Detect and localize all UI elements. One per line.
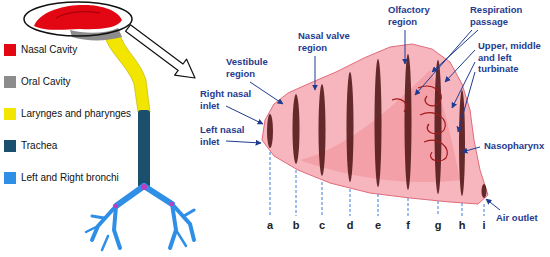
bifurcation-mark [114,204,118,208]
turbinate-curls [392,86,447,161]
section-letter: d [344,219,356,231]
region-label: Nasopharynx [484,140,544,152]
section-letter: g [432,219,444,231]
section-letter: c [316,219,328,231]
region-label: Vestibule region [226,56,278,79]
section-letter: h [456,219,468,231]
leader-lines [226,30,500,210]
section-letter: b [290,219,302,231]
legend-row: Oral Cavity [4,76,70,90]
cross-sections [267,54,487,198]
legend-swatch [4,76,16,88]
legend-text: Oral Cavity [21,76,70,88]
trachea-shape [138,110,150,188]
region-label: Respiration passage [470,4,532,27]
section-letter: f [402,219,414,231]
airway-figure [34,5,194,250]
legend-text: Nasal Cavity [21,44,77,56]
nasal-detail [56,12,100,18]
bronchi-shape [86,186,194,250]
legend-text: Larynges and pharynges [21,108,131,120]
region-label: Air outlet [496,212,538,224]
region-label: Right nasal inlet [200,88,255,111]
section-letter: a [264,219,276,231]
section-letter: e [372,219,384,231]
legend-swatch [4,172,16,184]
region-label: Left nasal inlet [200,124,255,147]
larynx-shape [104,34,150,112]
section-letter: i [478,219,490,231]
zoom-arrow [126,25,195,78]
zoom-ellipse [24,2,132,36]
legend-text: Trachea [21,140,57,152]
legend-row: Nasal Cavity [4,44,77,58]
legend-row: Trachea [4,140,57,154]
legend-row: Left and Right bronchi [4,172,119,186]
legend-row: Larynges and pharynges [4,108,131,122]
section-dash-lines [270,152,484,216]
legend-swatch [4,140,16,152]
legend-swatch [4,44,16,56]
bifurcation-mark [170,202,174,206]
carina-mark [141,184,147,190]
region-label: Olfactory region [388,4,446,27]
region-label: Nasal valve region [298,30,358,53]
region-label: Upper, middle and left turbinate [478,40,544,75]
oral-cavity-shape [70,28,122,40]
legend-swatch [4,108,16,120]
legend-text: Left and Right bronchi [21,172,119,184]
nasal-cavity-shape [34,5,122,30]
